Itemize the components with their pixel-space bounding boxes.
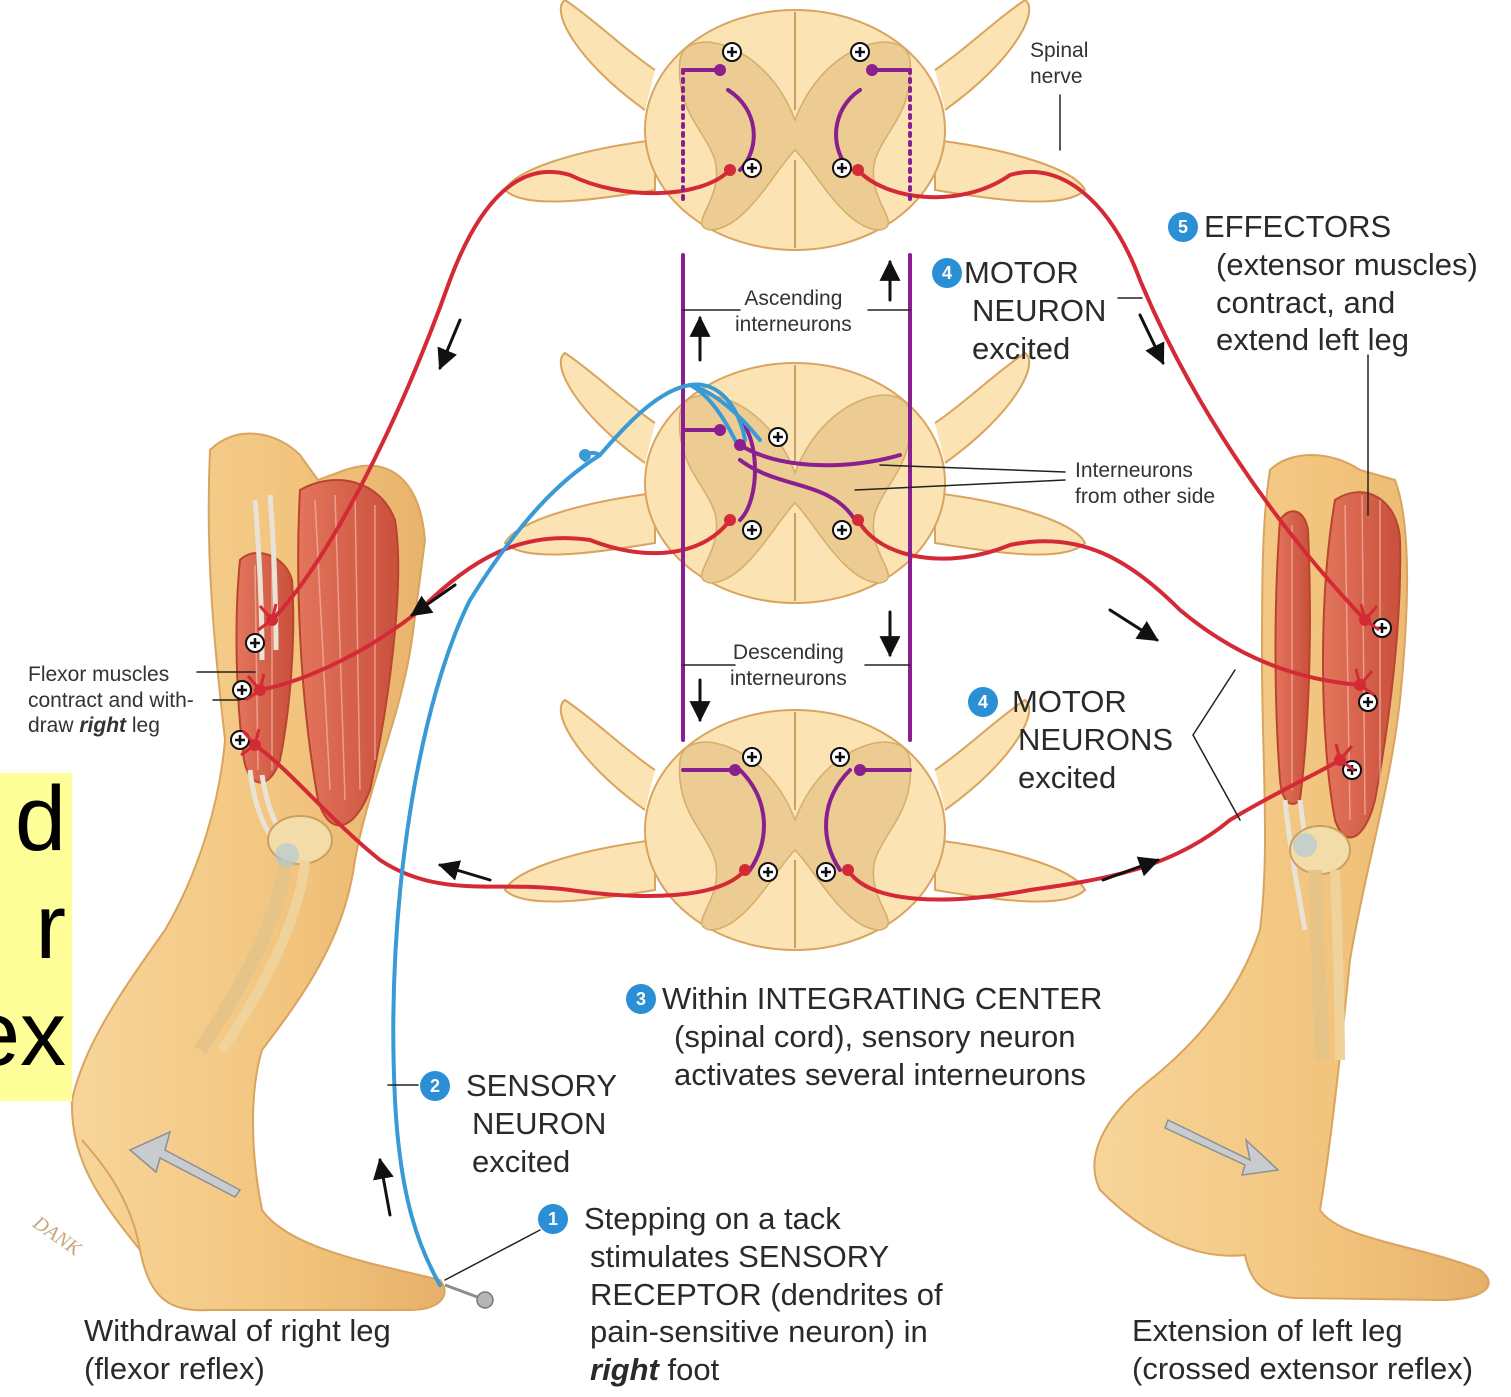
excitatory-plus-icon bbox=[769, 428, 787, 446]
excitatory-plus-icon bbox=[743, 521, 761, 539]
step5-line-2: (extensor muscles) bbox=[1168, 246, 1478, 284]
highlight-text-3: ex bbox=[0, 988, 66, 1080]
descending-line-1: Descending bbox=[730, 640, 847, 666]
step5-line-4: extend left leg bbox=[1168, 321, 1478, 359]
extension-line-2: (crossed extensor reflex) bbox=[1132, 1350, 1473, 1388]
interneuron-synapse-dot bbox=[734, 439, 746, 451]
step1-line-5: right foot bbox=[538, 1351, 943, 1389]
interneurons-other-side-line-2: from other side bbox=[1075, 484, 1215, 510]
highlight-box: d r ex bbox=[0, 773, 72, 1101]
excitatory-plus-icon bbox=[831, 748, 849, 766]
spinal-nerve-line-1: Spinal bbox=[1030, 38, 1088, 64]
step5-line-3: contract, and bbox=[1168, 284, 1478, 322]
sensory-ganglion-dot bbox=[579, 449, 591, 461]
excitatory-plus-icon bbox=[833, 521, 851, 539]
spinal-segment-top bbox=[505, 0, 1085, 250]
highlight-text-1: d bbox=[15, 773, 66, 865]
step-2-badge: 2 bbox=[420, 1071, 450, 1101]
excitatory-plus-icon bbox=[1359, 693, 1377, 711]
spinal-nerve-label: Spinal nerve bbox=[1030, 38, 1088, 89]
step1-line-2: stimulates SENSORY bbox=[538, 1238, 943, 1276]
interneuron-synapse-dot bbox=[714, 64, 726, 76]
spinal-segment-middle bbox=[505, 353, 1085, 603]
excitatory-plus-icon bbox=[743, 159, 761, 177]
step3-line-3: activates several interneurons bbox=[626, 1056, 1102, 1094]
tack-icon bbox=[445, 1285, 493, 1308]
excitatory-plus-icon bbox=[723, 43, 741, 61]
step-5-badge: 5 bbox=[1168, 212, 1198, 242]
interneuron-synapse-dot bbox=[854, 764, 866, 776]
excitatory-plus-icon bbox=[246, 634, 264, 652]
interneurons-other-side-line-1: Interneurons bbox=[1075, 458, 1215, 484]
motor-synapse-dot bbox=[852, 514, 864, 526]
step2-line-3: excited bbox=[420, 1143, 617, 1181]
interneuron-synapse-dot bbox=[714, 424, 726, 436]
flexor-muscles-label: Flexor muscles contract and with- draw r… bbox=[28, 662, 194, 739]
extension-line-1: Extension of left leg bbox=[1132, 1312, 1473, 1350]
right-leg-left-limb bbox=[1094, 455, 1488, 1300]
motor-synapse-dot bbox=[852, 164, 864, 176]
step2-line-2: NEURON bbox=[420, 1105, 617, 1143]
step4-bottom-line-2: NEURONS bbox=[968, 721, 1173, 759]
step-3-badge: 3 bbox=[626, 984, 656, 1014]
motor-synapse-dot bbox=[724, 164, 736, 176]
step-4-badge-second: 4 bbox=[968, 687, 998, 717]
step1-line-4: pain-sensitive neuron) in bbox=[538, 1313, 943, 1351]
step4-bottom-line-3: excited bbox=[968, 759, 1173, 797]
step3-line-1: 3Within INTEGRATING CENTER bbox=[626, 980, 1102, 1018]
step1-line-3: RECEPTOR (dendrites of bbox=[538, 1276, 943, 1314]
descending-interneurons-label: Descending interneurons bbox=[730, 640, 847, 691]
ascending-line-1: Ascending bbox=[735, 286, 852, 312]
withdrawal-line-1: Withdrawal of right leg bbox=[84, 1312, 391, 1350]
spinal-nerve-line-2: nerve bbox=[1030, 64, 1088, 90]
excitatory-plus-icon bbox=[833, 159, 851, 177]
step4-top-line-3: excited bbox=[932, 330, 1106, 368]
withdrawal-line-2: (flexor reflex) bbox=[84, 1350, 391, 1388]
flexor-line-1: Flexor muscles bbox=[28, 662, 194, 688]
step-1-badge: 1 bbox=[538, 1204, 568, 1234]
step4-top-line-2: NEURON bbox=[932, 292, 1106, 330]
left-leg-right-limb bbox=[72, 434, 445, 1311]
excitatory-plus-icon bbox=[817, 863, 835, 881]
flexor-line-2: contract and with- bbox=[28, 688, 194, 714]
ascending-line-2: interneurons bbox=[735, 312, 852, 338]
excitatory-plus-icon bbox=[851, 43, 869, 61]
excitatory-plus-icon bbox=[743, 748, 761, 766]
excitatory-plus-icon bbox=[759, 863, 777, 881]
step-4-badge: 4 bbox=[932, 258, 962, 288]
interneurons-other-side-label: Interneurons from other side bbox=[1075, 458, 1215, 509]
highlight-text-2: r bbox=[35, 881, 66, 973]
step3-line-2: (spinal cord), sensory neuron bbox=[626, 1018, 1102, 1056]
interneuron-synapse-dot bbox=[866, 64, 878, 76]
excitatory-plus-icon bbox=[233, 681, 251, 699]
step2-line-1: 2SENSORY bbox=[420, 1067, 617, 1105]
motor-synapse-dot bbox=[724, 514, 736, 526]
flexor-line-3: draw right leg bbox=[28, 713, 194, 739]
withdrawal-caption: Withdrawal of right leg (flexor reflex) bbox=[84, 1312, 391, 1388]
spinal-cord-segments bbox=[505, 0, 1085, 950]
extension-caption: Extension of left leg (crossed extensor … bbox=[1132, 1312, 1473, 1388]
motor-synapse-dot bbox=[842, 864, 854, 876]
interneuron-synapse-dot bbox=[729, 764, 741, 776]
descending-line-2: interneurons bbox=[730, 666, 847, 692]
motor-synapse-dot bbox=[739, 864, 751, 876]
ascending-interneurons-label: Ascending interneurons bbox=[735, 286, 852, 337]
